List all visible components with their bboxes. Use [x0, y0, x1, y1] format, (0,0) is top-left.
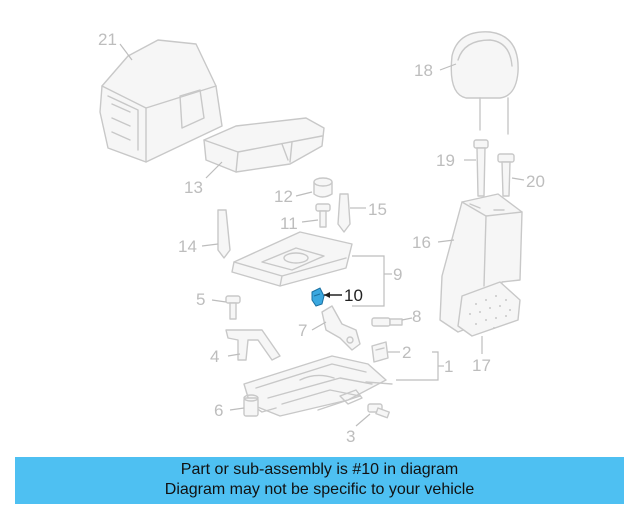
part-16-seat-back[interactable] — [439, 193, 523, 337]
leader-20 — [511, 177, 525, 181]
callout-6[interactable]: 6 — [214, 401, 223, 420]
callout-8[interactable]: 8 — [412, 307, 421, 326]
part-5-bolt[interactable] — [225, 295, 241, 320]
part-info-banner: Part or sub-assembly is #10 in diagram D… — [15, 457, 624, 504]
callout-12[interactable]: 12 — [274, 187, 293, 206]
leader-7 — [311, 321, 327, 331]
leader-8 — [401, 317, 413, 321]
part-19-guide[interactable] — [473, 139, 489, 197]
part-4-bracket[interactable] — [225, 329, 281, 361]
leader-5 — [211, 299, 227, 303]
part-11-bolt[interactable] — [315, 203, 331, 228]
leader-18 — [439, 63, 457, 71]
callout-13[interactable]: 13 — [184, 178, 203, 197]
callout-14[interactable]: 14 — [178, 237, 197, 256]
part-10-clip[interactable] — [311, 287, 325, 307]
callout-10[interactable]: 10 — [344, 286, 363, 305]
callout-21[interactable]: 21 — [98, 30, 117, 49]
part-13-armrest-lid[interactable] — [203, 117, 325, 173]
leader-12 — [295, 191, 313, 197]
leader-16 — [437, 239, 455, 243]
leader-21 — [119, 43, 133, 61]
callout-19[interactable]: 19 — [436, 151, 455, 170]
parts-diagram: 21 13 18 19 20 12 11 — [98, 30, 545, 446]
part-2-latch[interactable] — [371, 341, 389, 363]
bracket-9 — [352, 255, 385, 307]
part-14-strap[interactable] — [217, 209, 231, 259]
part-15-strap[interactable] — [337, 193, 351, 233]
banner-line-disclaimer: Diagram may not be specific to your vehi… — [164, 481, 475, 498]
callout-2[interactable]: 2 — [402, 343, 411, 362]
callout-5[interactable]: 5 — [196, 290, 205, 309]
leader-13 — [205, 161, 223, 179]
part-3-bolt[interactable] — [367, 403, 390, 419]
callout-11[interactable]: 11 — [280, 214, 298, 233]
leader-3 — [355, 413, 371, 427]
leader-14 — [201, 243, 219, 247]
part-12-cap[interactable] — [313, 177, 333, 198]
callout-17[interactable]: 17 — [472, 356, 491, 375]
part-20-guide[interactable] — [497, 153, 515, 197]
part-6-bolt[interactable] — [243, 394, 259, 417]
leader-4 — [227, 353, 241, 357]
part-18-headrest[interactable] — [450, 31, 519, 135]
callout-3[interactable]: 3 — [346, 427, 355, 446]
part-9-base-plate[interactable] — [231, 231, 353, 287]
part-1-seat-frame[interactable] — [243, 355, 393, 417]
callout-15[interactable]: 15 — [368, 200, 387, 219]
callout-18[interactable]: 18 — [414, 61, 433, 80]
part-8-bolt[interactable] — [371, 317, 403, 327]
callout-16[interactable]: 16 — [412, 233, 431, 252]
leader-11 — [301, 219, 319, 223]
arrow-10-icon — [324, 292, 330, 298]
callout-4[interactable]: 4 — [210, 347, 219, 366]
banner-line-part: Part or sub-assembly is #10 in diagram — [180, 461, 459, 478]
callout-7[interactable]: 7 — [298, 321, 307, 340]
callout-9[interactable]: 9 — [393, 265, 402, 284]
part-7-hinge-bracket[interactable] — [321, 305, 361, 351]
callout-20[interactable]: 20 — [526, 172, 545, 191]
part-21-console-box[interactable] — [99, 39, 223, 163]
callout-1[interactable]: 1 — [444, 357, 453, 376]
leader-6 — [229, 407, 245, 411]
